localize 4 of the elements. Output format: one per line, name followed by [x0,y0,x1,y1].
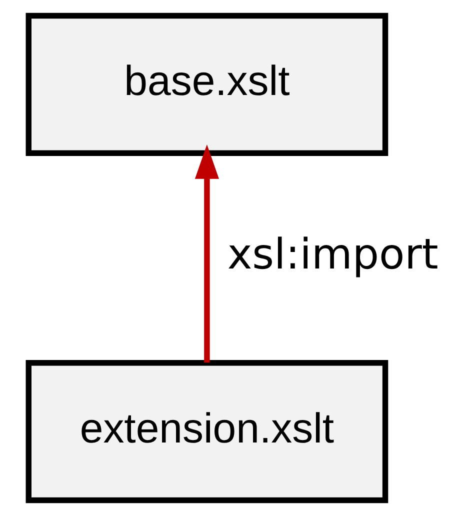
arrow [194,144,218,363]
edge-label: xsl:import [226,230,438,279]
node-box: base.xslt [25,12,388,156]
node-box: extension.xslt [25,360,388,504]
